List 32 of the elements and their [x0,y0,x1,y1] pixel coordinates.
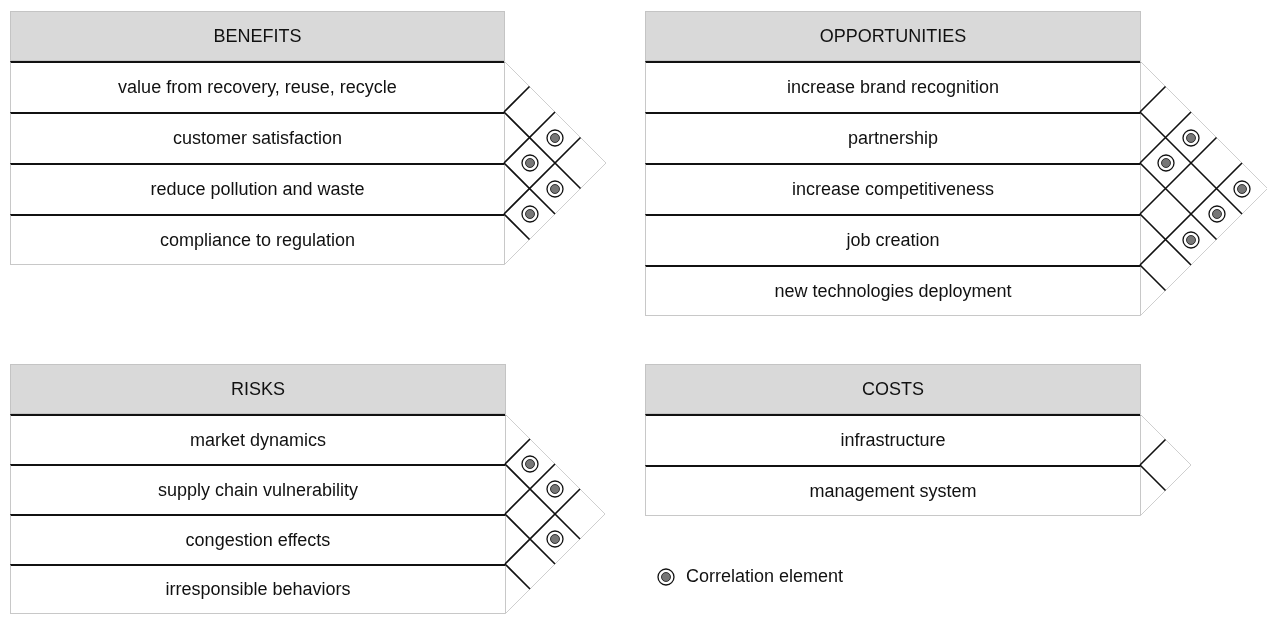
table-row: value from recovery, reuse, recycle [10,61,505,112]
table-heading: OPPORTUNITIES [645,11,1141,61]
correlation-mark-icon [1181,127,1201,148]
legend-label: Correlation element [686,566,844,587]
table-row: increase brand recognition [645,61,1141,112]
table-heading: RISKS [10,364,506,414]
table-row: market dynamics [10,414,506,464]
correlation-mark-icon [545,178,565,199]
correlation-mark-icon [1155,153,1176,173]
correlation-mark-icon [519,204,540,224]
table-row: job creation [645,214,1141,265]
table-row: new technologies deployment [645,265,1141,316]
table-row: increase competitiveness [645,163,1141,214]
correlation-mark-icon [520,454,540,474]
table-heading: COSTS [645,364,1141,414]
table-row: customer satisfaction [10,112,505,163]
correlation-mark-icon [1206,204,1227,224]
correlation-mark-icon [1232,178,1252,199]
correlation-mark-icon [519,153,540,173]
correlation-mark-icon [545,479,565,499]
table-row: partnership [645,112,1141,163]
correlation-mark-icon [545,529,565,549]
table-row: congestion effects [10,514,506,564]
table-row: supply chain vulnerability [10,464,506,514]
correlation-mark-icon [1181,229,1201,250]
table-row: compliance to regulation [10,214,505,265]
table-row: reduce pollution and waste [10,163,505,214]
table-row: management system [645,465,1141,516]
table-heading: BENEFITS [10,11,505,61]
table-row: irresponsible behaviors [10,564,506,614]
correlation-mark-icon [545,127,565,148]
table-row: infrastructure [645,414,1141,465]
